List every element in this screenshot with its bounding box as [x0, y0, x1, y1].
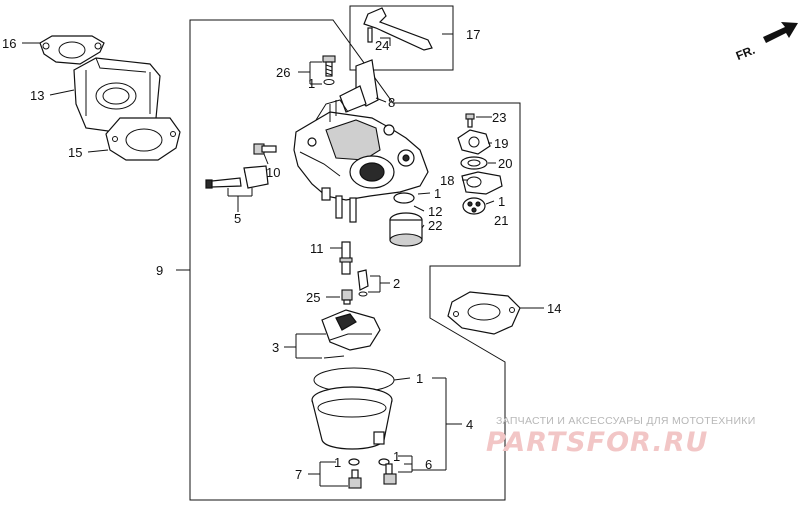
part-1-washer-bottom	[348, 458, 360, 466]
part-21-cap	[462, 197, 486, 215]
direction-arrow-icon	[763, 22, 798, 43]
watermark: ЗАПЧАСТИ И АКСЕССУАРЫ ДЛЯ МОТОТЕХНИКИ PA…	[486, 415, 756, 458]
callout-10: 10	[266, 165, 280, 180]
callout-6: 6	[425, 457, 432, 472]
callout-18: 18	[440, 173, 454, 188]
callout-15: 15	[68, 145, 82, 160]
callout-26: 26	[276, 65, 290, 80]
callout-1-top: 1	[308, 76, 315, 91]
callout-4: 4	[466, 417, 473, 432]
callout-labels: 16 13 15 26 1 24 17 8 23 19 20 18 1 21 1…	[2, 27, 561, 482]
callout-11: 11	[310, 241, 324, 256]
part-26-screw	[322, 55, 336, 77]
part-8-bracket	[339, 59, 379, 113]
callout-19: 19	[494, 136, 508, 151]
callout-23: 23	[492, 110, 506, 125]
part-25-plug	[341, 289, 353, 305]
part-16-gasket	[39, 35, 105, 65]
callout-12: 12	[428, 204, 442, 219]
callout-1-right: 1	[393, 449, 400, 464]
callout-1-mid: 1	[434, 186, 441, 201]
part-19-cap	[457, 129, 491, 155]
part-5-idle-screw	[205, 165, 269, 189]
callout-1-right-21: 1	[498, 194, 505, 209]
carburetor-body	[293, 99, 429, 223]
callout-25: 25	[306, 290, 320, 305]
callout-7: 7	[295, 467, 302, 482]
callout-16: 16	[2, 36, 16, 51]
watermark-tagline: ЗАПЧАСТИ И АКСЕССУАРЫ ДЛЯ МОТОТЕХНИКИ	[496, 415, 756, 427]
part-6-bolt	[383, 463, 397, 485]
subassembly-box-17	[349, 5, 454, 71]
part-23-screw	[465, 113, 475, 128]
part-22-solenoid	[389, 212, 423, 247]
part-7-drain-bolt	[348, 469, 362, 489]
part-10-screw	[253, 143, 277, 155]
part-24-lever	[363, 7, 433, 51]
part-15-gasket	[105, 117, 181, 161]
part-18-cam	[461, 171, 503, 195]
callout-21: 21	[494, 213, 508, 228]
callout-17: 17	[466, 27, 480, 42]
callout-2: 2	[393, 276, 400, 291]
callout-9: 9	[156, 263, 163, 278]
part-11-emulsion-tube	[339, 241, 353, 275]
part-3-float-pin	[323, 355, 345, 359]
part-3-float	[321, 309, 381, 351]
callout-13: 13	[30, 88, 44, 103]
direction-arrow: FR.	[734, 22, 798, 63]
callout-1-bottom: 1	[334, 455, 341, 470]
callout-3: 3	[272, 340, 279, 355]
watermark-logo: PARTSFOR.RU	[486, 427, 708, 458]
part-20-washer	[460, 156, 488, 170]
part-2-main-jet	[357, 269, 369, 297]
callout-22: 22	[428, 218, 442, 233]
callout-24: 24	[375, 38, 389, 53]
callout-20: 20	[498, 156, 512, 171]
callout-5: 5	[234, 211, 241, 226]
part-12-gasket	[393, 192, 415, 204]
direction-label: FR.	[734, 43, 757, 63]
part-1-oring-top	[323, 79, 335, 85]
part-14-gasket	[447, 291, 521, 335]
leader-lines	[22, 33, 544, 487]
callout-14: 14	[547, 301, 561, 316]
part-4-float-bowl	[311, 386, 393, 450]
callout-8: 8	[388, 95, 395, 110]
callout-1-bowl: 1	[416, 371, 423, 386]
